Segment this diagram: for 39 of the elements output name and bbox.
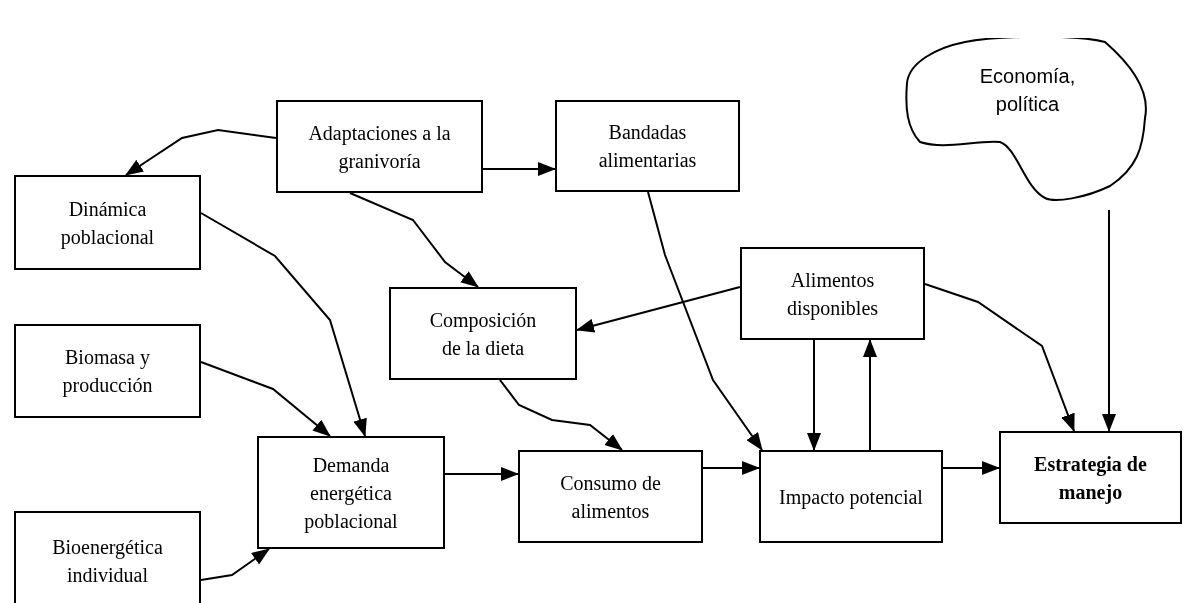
arrow bbox=[349, 192, 479, 288]
node-label: Bioenergética individual bbox=[51, 535, 164, 588]
arrow bbox=[807, 339, 821, 451]
arrow bbox=[924, 283, 1075, 432]
process-box bbox=[759, 450, 943, 543]
process-box bbox=[555, 100, 740, 192]
process-box bbox=[14, 511, 201, 603]
process-box bbox=[518, 450, 703, 543]
arrow bbox=[125, 129, 277, 176]
node-label: Bandadas alimentarias bbox=[597, 120, 698, 173]
arrow bbox=[647, 191, 763, 451]
node-label: Alimentos disponibles bbox=[785, 267, 880, 322]
node-label: Demanda energética poblacional bbox=[303, 452, 399, 535]
node-label: Composición de la dieta bbox=[428, 307, 538, 361]
process-box bbox=[276, 100, 483, 193]
node-label: Biomasa y producción bbox=[61, 345, 154, 399]
arrow bbox=[1102, 209, 1116, 432]
process-box bbox=[14, 175, 201, 270]
arrow bbox=[200, 361, 331, 437]
process-box bbox=[14, 324, 201, 418]
node-label: Impacto potencial bbox=[779, 484, 923, 511]
arrow bbox=[482, 162, 556, 176]
process-box bbox=[389, 287, 577, 380]
arrow bbox=[200, 548, 270, 581]
node-label: Economía, política bbox=[978, 64, 1077, 117]
arrow bbox=[863, 339, 877, 451]
node-label: Consumo de alimentos bbox=[559, 470, 662, 524]
node-label: Adaptaciones a la granivoría bbox=[307, 120, 452, 175]
node-label: Estrategia de manejo bbox=[1033, 451, 1148, 506]
arrow bbox=[942, 461, 1000, 475]
arrow bbox=[702, 461, 760, 475]
node-label: Dinámica poblacional bbox=[59, 196, 156, 251]
process-box bbox=[999, 431, 1182, 524]
process-box bbox=[740, 247, 925, 340]
arrow bbox=[576, 286, 741, 333]
process-box bbox=[257, 436, 445, 549]
arrow bbox=[444, 467, 519, 481]
arrow bbox=[200, 212, 367, 437]
arrow bbox=[499, 379, 623, 451]
